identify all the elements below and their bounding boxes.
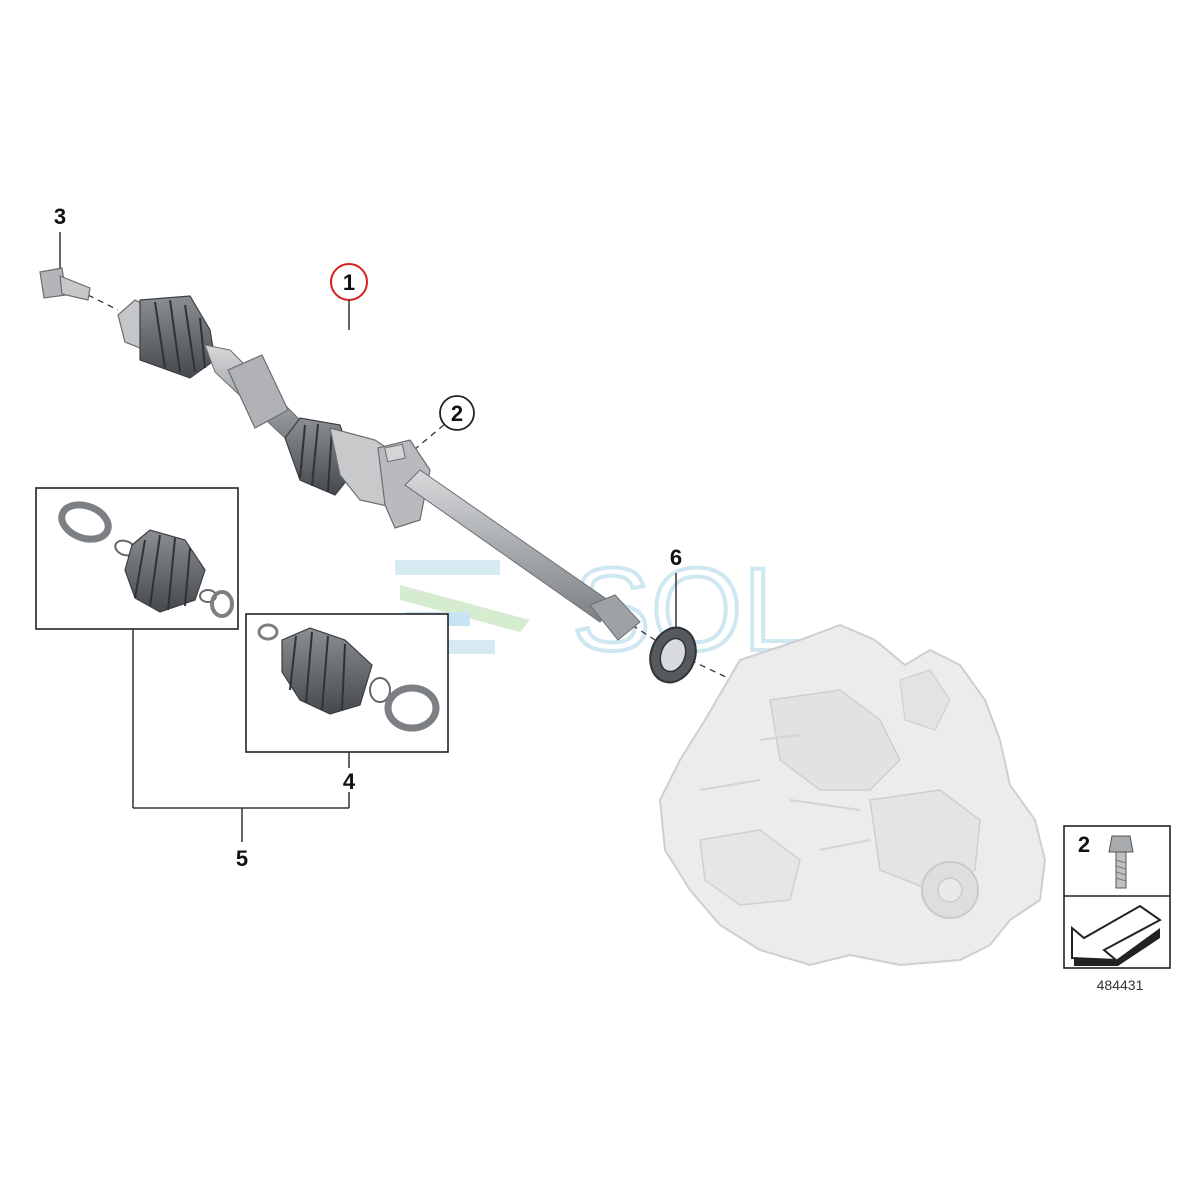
seal-ring-part	[649, 626, 697, 684]
callout-6: 6	[670, 545, 682, 628]
detail-box-label: 2	[1078, 832, 1090, 857]
arrow-icon	[1071, 904, 1162, 966]
callout-2: 2	[439, 395, 475, 431]
inner-boot-kit-box	[245, 613, 449, 753]
kit-bracket-lines	[132, 629, 350, 842]
outer-boot-kit-box	[35, 487, 239, 630]
callout-1: 1	[330, 263, 368, 330]
drive-shaft-part	[117, 295, 641, 641]
callout-3: 3	[54, 204, 66, 268]
transmission-illustration	[658, 623, 1047, 967]
callout-2-circle	[439, 395, 475, 431]
bolt-icon	[1108, 835, 1134, 889]
bolt-detail-box: 2	[1063, 825, 1171, 969]
callout-4-label: 4	[343, 769, 356, 794]
hub-bolt-part	[39, 267, 91, 301]
callout-5-label: 5	[236, 846, 248, 871]
callout-1-label: 1	[343, 270, 355, 295]
callout-3-label: 3	[54, 204, 66, 229]
alignment-lines	[87, 294, 729, 679]
diagram-number: 484431	[1097, 977, 1144, 993]
callout-2-label: 2	[451, 401, 463, 426]
callout-6-label: 6	[670, 545, 682, 570]
